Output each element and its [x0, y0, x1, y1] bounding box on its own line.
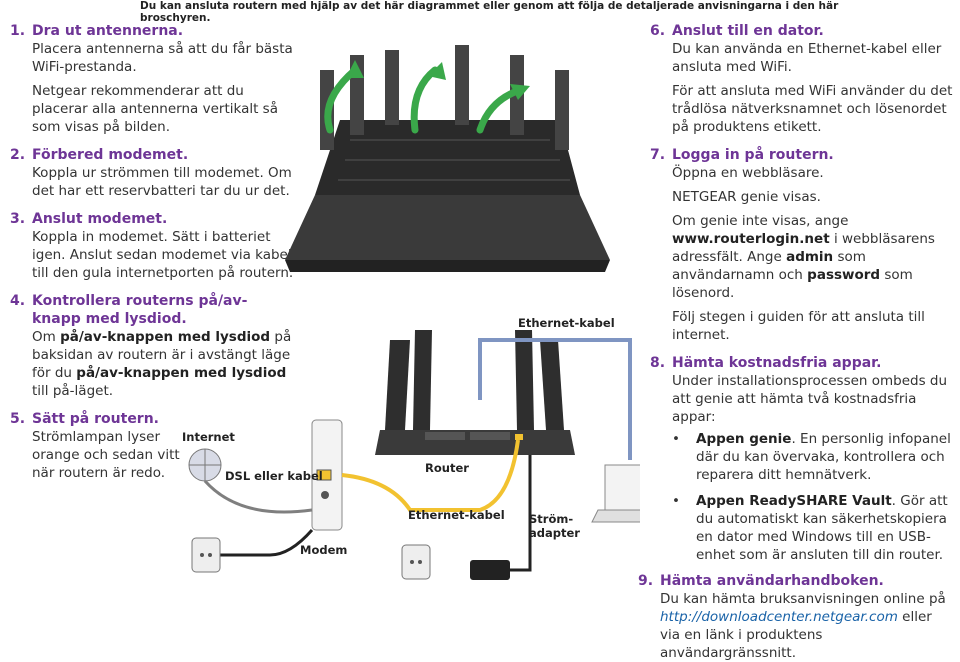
- step-text: NETGEAR genie visas.: [672, 189, 821, 205]
- step-5: 5.Sätt på routern. Strömlampan lyser ora…: [10, 410, 295, 482]
- router-top-illustration: [285, 45, 610, 272]
- step-7: 7.Logga in på routern. Öppna en webbläsa…: [650, 146, 955, 344]
- step-text: Koppla in modemet. Sätt i batteriet igen…: [32, 229, 294, 281]
- step-title: 4.Kontrollera routerns på/av-knapp med l…: [10, 293, 248, 327]
- step-title: 1.Dra ut antennerna.: [10, 23, 184, 39]
- router-back-illustration: [375, 330, 575, 455]
- list-item: Appen ReadySHARE Vault. Gör att du autom…: [672, 492, 955, 564]
- step-6: 6.Anslut till en dator. Du kan använda e…: [650, 22, 955, 136]
- label-ethernet-bottom: Ethernet-kabel: [408, 508, 505, 522]
- step-text: Följ stegen i guiden för att ansluta til…: [672, 309, 925, 343]
- wall-outlet-icon: [401, 544, 431, 580]
- step-title: 5.Sätt på routern.: [10, 411, 159, 427]
- label-dsl: DSL eller kabel: [225, 469, 323, 483]
- step-title: 9.Hämta användarhandboken.: [638, 573, 884, 589]
- step-text: Placera antennerna så att du får bästa W…: [32, 41, 293, 75]
- step-text: Du kan använda en Ethernet-kabel eller a…: [672, 41, 942, 75]
- connection-diagram: Ethernet-kabel Internet DSL eller kabel …: [180, 10, 679, 640]
- diagram-svg: [188, 45, 679, 580]
- step-4: 4.Kontrollera routerns på/av-knapp med l…: [10, 292, 295, 400]
- step-8: 8.Hämta kostnadsfria appar. Under instal…: [650, 354, 955, 564]
- step-title: 8.Hämta kostnadsfria appar.: [650, 355, 882, 371]
- label-router: Router: [425, 461, 469, 475]
- step-title: 3.Anslut modemet.: [10, 211, 168, 227]
- step-2: 2.Förbered modemet. Koppla ur strömmen t…: [10, 146, 295, 200]
- list-item: Appen genie. En personlig infopanel där …: [672, 430, 955, 484]
- step-text: Öppna en webbläsare.: [672, 165, 824, 181]
- step-title: 6.Anslut till en dator.: [650, 23, 824, 39]
- right-steps: 6.Anslut till en dator. Du kan använda e…: [638, 22, 955, 662]
- step-text: Under installationsprocessen ombeds du a…: [672, 373, 948, 425]
- power-adapter-illustration: [470, 560, 510, 580]
- cables: [203, 338, 632, 572]
- step-text: Netgear rekommenderar att du placerar al…: [32, 83, 278, 135]
- step-1: 1.Dra ut antennerna. Placera antennerna …: [10, 22, 295, 136]
- label-power-adapter: Ström- adapter: [529, 512, 580, 540]
- step-text: Koppla ur strömmen till modemet. Om det …: [32, 165, 292, 199]
- step-text: Du kan hämta bruksanvisningen online på …: [660, 591, 946, 661]
- step-9: 9.Hämta användarhandboken. Du kan hämta …: [638, 572, 955, 662]
- internet-globe-illustration: [188, 448, 222, 482]
- label-internet: Internet: [182, 430, 235, 444]
- step-text: Om på/av-knappen med lysdiod på baksidan…: [32, 329, 292, 399]
- step-text: Strömlampan lyser orange och sedan vitt …: [32, 429, 180, 481]
- step-text: För att ansluta med WiFi använder du det…: [672, 83, 953, 135]
- left-steps: 1.Dra ut antennerna. Placera antennerna …: [10, 22, 295, 482]
- label-ethernet-top: Ethernet-kabel: [518, 316, 615, 330]
- download-link[interactable]: http://downloadcenter.netgear.com: [660, 609, 898, 625]
- step-text: Om genie inte visas, ange www.routerlogi…: [672, 213, 935, 301]
- step-title: 7.Logga in på routern.: [650, 147, 834, 163]
- step-title: 2.Förbered modemet.: [10, 147, 189, 163]
- wall-outlet-icon: [191, 537, 221, 573]
- step-3: 3.Anslut modemet. Koppla in modemet. Sät…: [10, 210, 295, 282]
- app-list: Appen genie. En personlig infopanel där …: [650, 430, 955, 564]
- laptop-illustration: [591, 464, 679, 523]
- label-modem: Modem: [300, 543, 348, 557]
- page-header: Du kan ansluta routern med hjälp av det …: [140, 0, 839, 24]
